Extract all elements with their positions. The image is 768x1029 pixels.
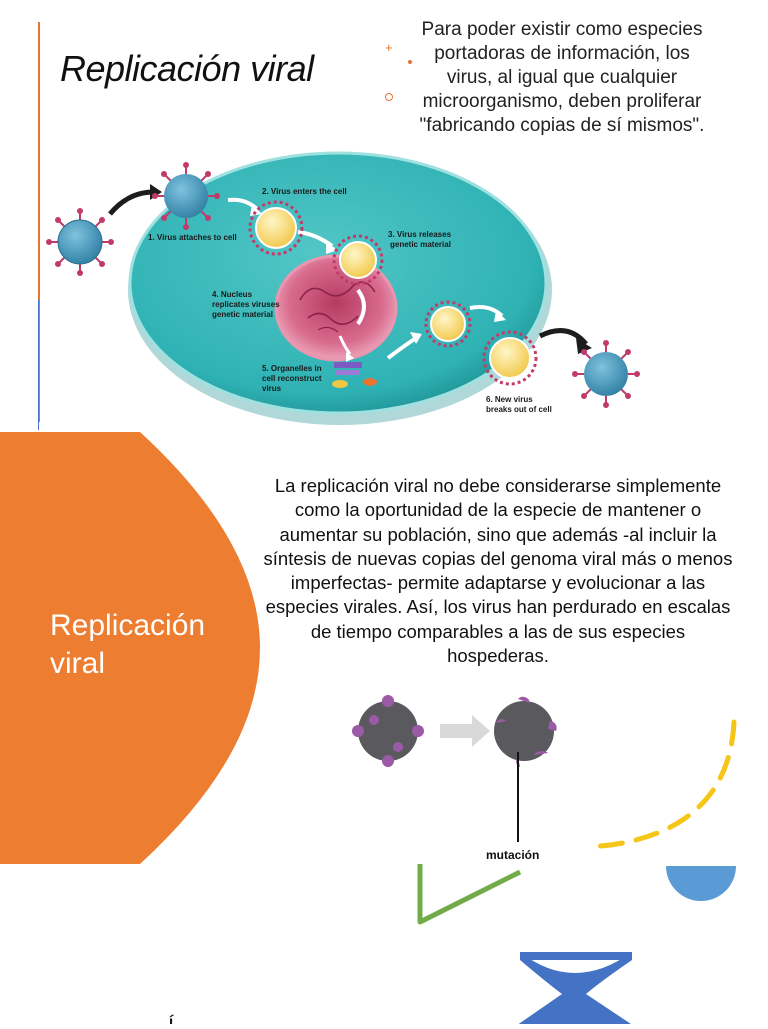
nucleus <box>274 254 398 362</box>
new-virus-icon <box>572 340 640 408</box>
virus-outside-icon <box>46 208 114 276</box>
blue-hourglass-shape <box>511 952 639 1029</box>
virus-attaching-icon <box>152 162 220 230</box>
slide-replication-evolution: Replicación viral La replicación viral n… <box>0 432 768 864</box>
step3-label-line1: 3. Virus releases <box>388 230 452 239</box>
virus-assembled-icon <box>424 300 472 348</box>
step5-label-line1: 5. Organelles in <box>262 364 322 373</box>
step6-label-line1: 6. New virus <box>486 395 533 404</box>
step6-label-line2: breaks out of cell <box>486 405 552 414</box>
original-virus-icon <box>352 695 424 767</box>
virus-exiting-icon <box>482 330 538 386</box>
step1-label: 1. Virus attaches to cell <box>148 233 237 242</box>
intro-paragraph: Para poder existir como especies portado… <box>419 19 705 136</box>
blue-semicircle-shape <box>666 866 736 901</box>
slide-title: Replicación viral <box>60 48 314 89</box>
slide-fragment-bottom: Í <box>0 864 768 1029</box>
arrow-right-icon <box>440 715 490 747</box>
green-check-shape <box>417 864 522 925</box>
section-title-line1: Replicación <box>50 609 206 642</box>
section-title-line2: viral <box>50 647 106 680</box>
plus-decoration-icon: + <box>385 40 393 55</box>
accent-glyph: Í <box>168 1014 175 1024</box>
viral-replication-diagram: 1. Virus attaches to cell 2. Virus enter… <box>46 151 640 425</box>
circle-decoration-icon <box>385 93 393 101</box>
step4-label-line3: genetic material <box>212 310 273 319</box>
step5-label-line2: cell reconstruct <box>262 374 322 383</box>
accent-line <box>38 22 40 422</box>
step4-label-line1: 4. Nucleus <box>212 290 253 299</box>
step5-label-line3: virus <box>262 384 282 393</box>
yellow-dashed-curve <box>597 719 737 849</box>
virus-entered-icon <box>248 200 304 256</box>
bottom-decorations: Í <box>168 864 736 1029</box>
section-title: Replicación viral <box>50 607 205 683</box>
step2-label: 2. Virus enters the cell <box>262 187 347 196</box>
mutation-label: mutación <box>486 848 540 862</box>
mutation-diagram <box>352 695 557 767</box>
step3-label-line2: genetic material <box>390 240 451 249</box>
body-paragraph: La replicación viral no debe considerars… <box>263 475 733 667</box>
orange-half-circle <box>0 432 260 864</box>
mutated-virus-icon <box>494 696 557 767</box>
virus-releasing-icon <box>332 234 384 286</box>
slide-replication-intro: Replicación viral + Para poder existir c… <box>0 0 768 432</box>
mutation-pointer-line <box>517 752 519 842</box>
organelles-icon <box>332 362 378 388</box>
dot-decoration-icon <box>408 60 412 64</box>
step4-label-line2: replicates viruses <box>212 300 280 309</box>
accent-line-blue <box>38 300 39 430</box>
